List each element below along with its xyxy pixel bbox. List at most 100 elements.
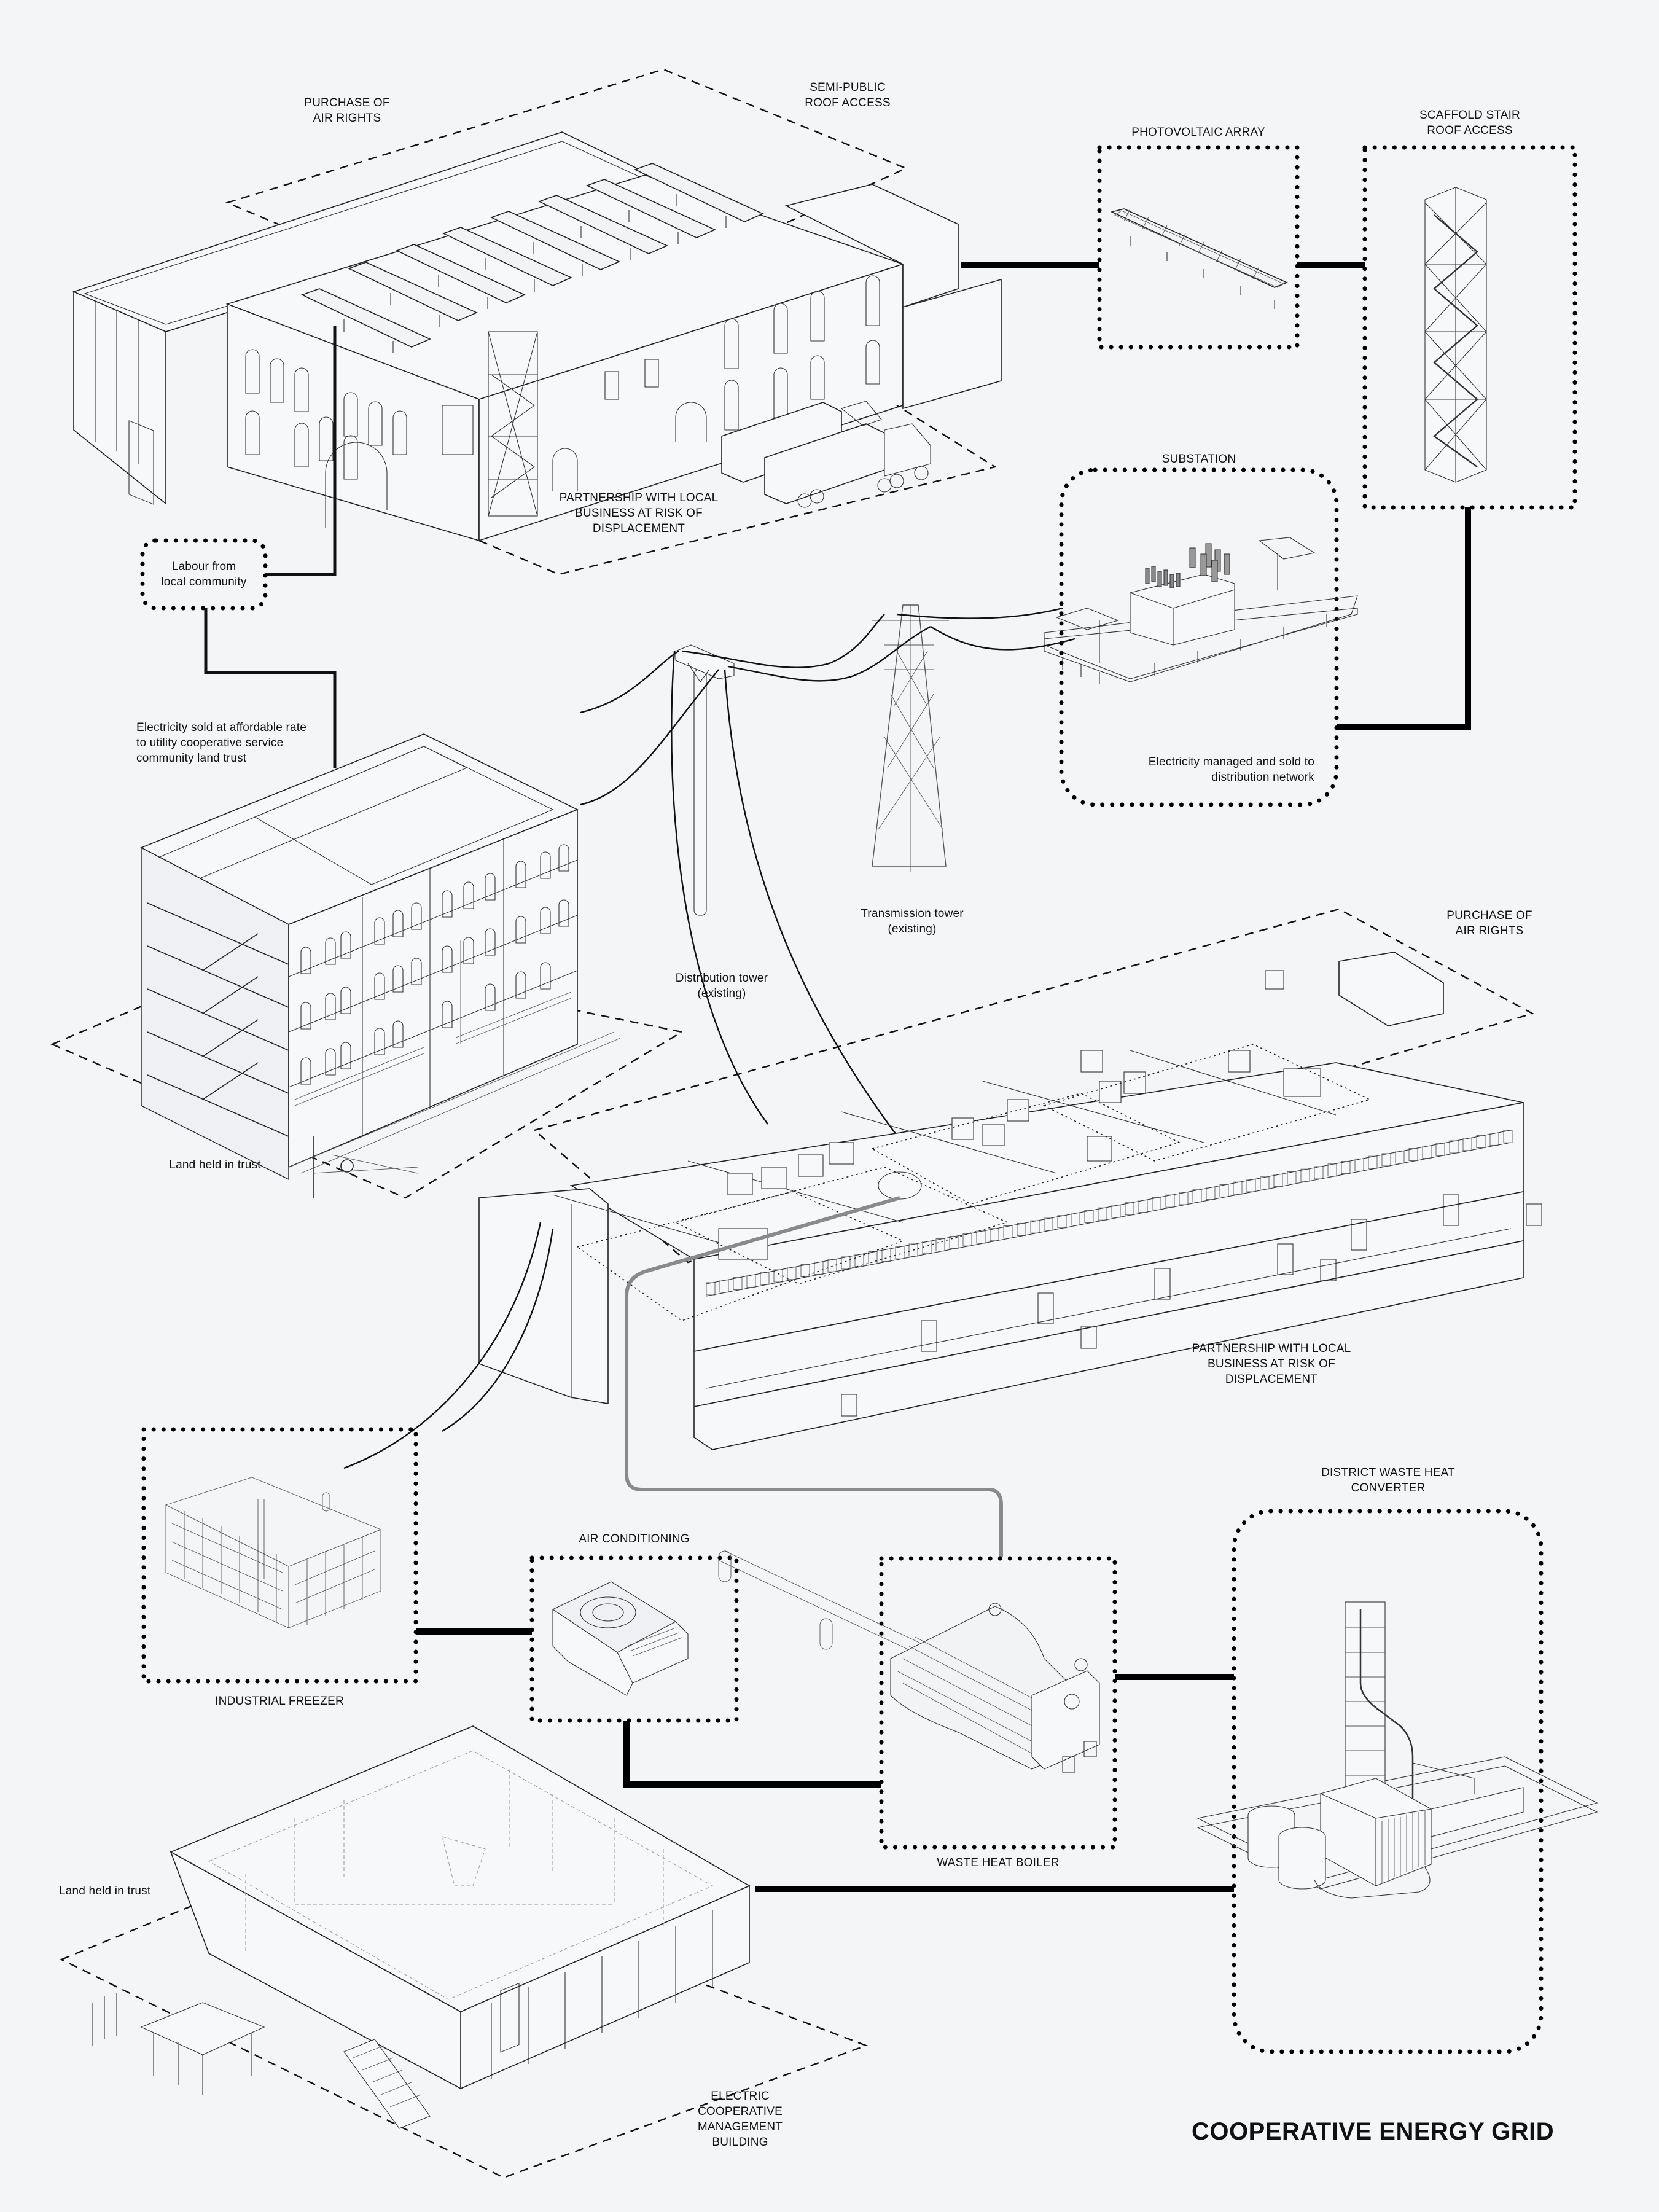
rowhouse-windows	[300, 844, 569, 1085]
warehouse-window	[1327, 1163, 1337, 1177]
warehouse-window	[1219, 1184, 1229, 1197]
label-substation-note: Electricity managed and sold to distribu…	[1148, 756, 1314, 784]
label-waste-heat-boiler: WASTE HEAT BOILER	[937, 1856, 1060, 1869]
warehouse-window	[706, 1282, 716, 1296]
warehouse-window	[1152, 1197, 1161, 1210]
warehouse-window	[1138, 1200, 1148, 1213]
warehouse-window	[1368, 1155, 1378, 1169]
warehouse-window	[1233, 1181, 1243, 1195]
management-building	[60, 1725, 869, 2179]
warehouse-window	[1030, 1220, 1040, 1233]
warehouse-window	[1449, 1140, 1459, 1154]
warehouse-window	[1341, 1161, 1351, 1174]
waste-heat-boiler-box	[879, 1556, 1117, 1850]
warehouse-window	[949, 1235, 959, 1249]
warehouse-window	[1408, 1148, 1418, 1162]
label-district-waste-heat-converter: DISTRICT WASTE HEAT CONVERTER	[1321, 1466, 1455, 1495]
cold-storage-warehouse	[343, 908, 1542, 1469]
warehouse-window	[1273, 1174, 1283, 1187]
warehouse-window	[1354, 1158, 1364, 1171]
warehouse-window	[854, 1254, 864, 1267]
warehouse-window	[1260, 1176, 1270, 1190]
warehouse-window	[1017, 1222, 1026, 1236]
warehouse-window	[962, 1233, 972, 1246]
label-air-conditioning: AIR CONDITIONING	[579, 1533, 690, 1546]
power-lines	[580, 607, 1075, 1168]
warehouse-window	[908, 1243, 918, 1257]
connector-ac-boiler	[623, 1721, 881, 1788]
warehouse-window-strip	[706, 1130, 1513, 1296]
distribution-tower	[675, 644, 735, 916]
rowhouses-land-trust	[50, 733, 684, 1199]
warehouse-window	[814, 1261, 824, 1275]
diagram-title: COOPERATIVE ENERGY GRID	[1192, 2118, 1555, 2145]
label-partnership-mid: PARTNERSHIP WITH LOCAL BUSINESS AT RISK …	[1192, 1342, 1351, 1386]
connector-scaffold-substation	[1337, 507, 1471, 730]
warehouse-pv-building	[72, 68, 1002, 576]
warehouse-window	[1381, 1153, 1391, 1167]
warehouse-window	[1476, 1135, 1486, 1149]
label-scaffold-stair: SCAFFOLD STAIR ROOF ACCESS	[1419, 109, 1520, 137]
district-waste-heat-converter-box	[1196, 1509, 1598, 2054]
warehouse-window	[1057, 1215, 1067, 1229]
warehouse-window	[1044, 1217, 1053, 1231]
label-substation: SUBSTATION	[1161, 453, 1236, 466]
warehouse-window	[1422, 1145, 1432, 1159]
warehouse-window	[881, 1248, 891, 1262]
label-photovoltaic-array: PHOTOVOLTAIC ARRAY	[1131, 126, 1265, 139]
heat-pipe	[625, 1196, 1003, 1557]
warehouse-window	[787, 1267, 797, 1280]
label-labour-community: Labour from local community	[161, 560, 247, 588]
label-management-building: ELECTRIC COOPERATIVE MANAGEMENT BUILDING	[697, 2090, 783, 2149]
warehouse-window	[1125, 1202, 1134, 1216]
label-land-held-in-trust-bottom: Land held in trust	[59, 1885, 151, 1897]
label-purchase-air-rights-mid: PURCHASE OF AIR RIGHTS	[1446, 909, 1532, 937]
industrial-freezer-box	[141, 1427, 418, 1684]
warehouse-window	[1003, 1225, 1013, 1239]
scaffold-stair-box	[1362, 145, 1577, 510]
warehouse-window	[1098, 1207, 1107, 1221]
label-distribution-tower: Distribution tower (existing)	[675, 972, 768, 1000]
label-land-held-in-trust-mid: Land held in trust	[169, 1159, 261, 1171]
label-industrial-freezer: INDUSTRIAL FREEZER	[215, 1695, 344, 1708]
warehouse-window	[719, 1280, 729, 1293]
warehouse-window	[1300, 1168, 1310, 1182]
warehouse-window	[1435, 1143, 1445, 1156]
warehouse-window	[990, 1228, 999, 1241]
delivery-trucks	[721, 401, 931, 508]
transmission-tower	[872, 604, 949, 872]
warehouse-window	[1395, 1151, 1405, 1164]
warehouse-window	[827, 1259, 837, 1272]
partnership-boundary-top	[478, 404, 997, 576]
air-rights-boundary-mid	[533, 908, 1535, 1264]
warehouse-window	[1246, 1179, 1256, 1192]
rooftop-solar-panels	[300, 163, 764, 353]
label-semi-public-roof-access: SEMI-PUBLIC ROOF ACCESS	[805, 81, 891, 109]
photovoltaic-array-box	[1097, 145, 1300, 350]
warehouse-window	[1071, 1213, 1080, 1226]
warehouse-window	[976, 1230, 986, 1244]
warehouse-window	[1206, 1187, 1216, 1200]
warehouse-window	[1462, 1138, 1472, 1151]
warehouse-window	[1192, 1189, 1202, 1203]
warehouse-window	[1489, 1132, 1499, 1146]
air-conditioning-box	[529, 1550, 934, 1723]
label-partnership-top: PARTNERSHIP WITH LOCAL BUSINESS AT RISK …	[559, 491, 719, 535]
warehouse-window	[733, 1277, 743, 1291]
label-electricity-sold: Electricity sold at affordable rate to u…	[136, 721, 307, 765]
connector-building-labour	[265, 326, 337, 576]
warehouse-window	[935, 1238, 945, 1252]
connector-labour-rowhouses	[204, 608, 337, 768]
warehouse-window	[1084, 1210, 1094, 1223]
warehouse-window	[760, 1272, 770, 1285]
warehouse-window	[1165, 1194, 1175, 1208]
warehouse-window	[1503, 1130, 1513, 1143]
substation-box	[1044, 467, 1358, 807]
warehouse-window	[800, 1264, 810, 1278]
labour-box	[140, 538, 268, 611]
warehouse-window	[746, 1274, 756, 1288]
warehouse-window	[1314, 1166, 1324, 1179]
label-transmission-tower: Transmission tower (existing)	[861, 907, 964, 936]
label-purchase-air-rights-top: PURCHASE OF AIR RIGHTS	[304, 96, 390, 125]
